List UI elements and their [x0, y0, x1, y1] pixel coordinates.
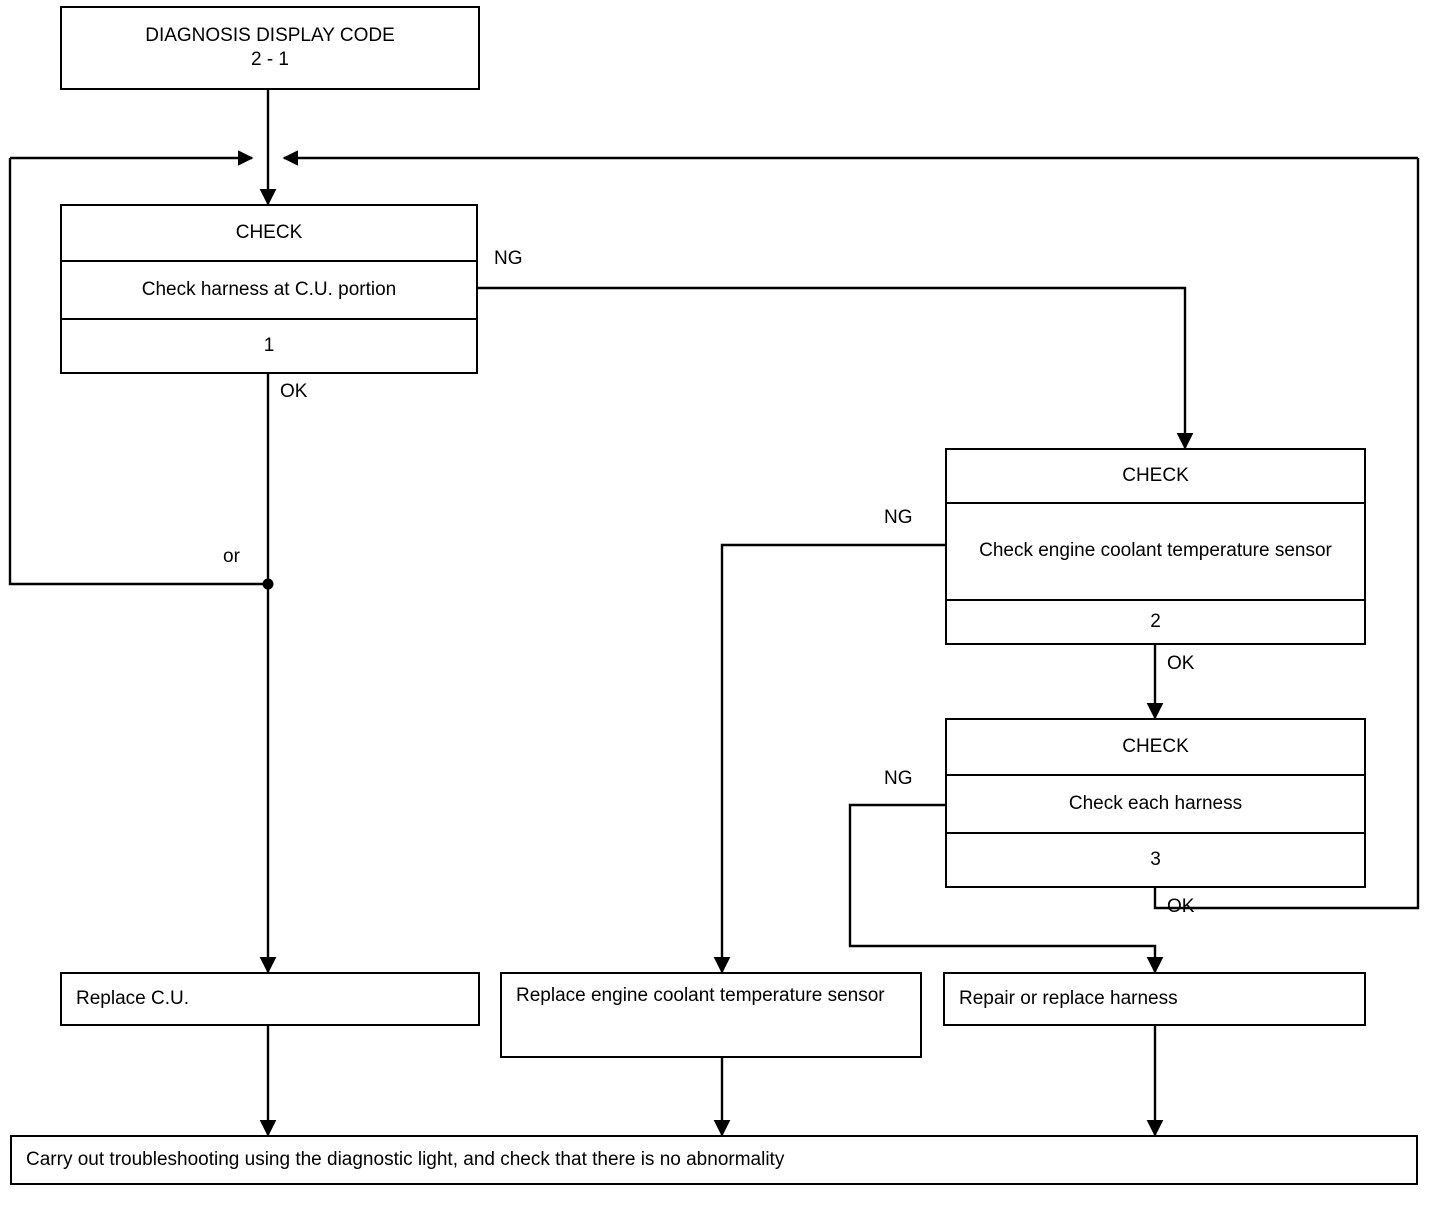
header-line-2: 2 - 1 [250, 49, 290, 70]
check-2-text: Check engine coolant temperature sensor [947, 502, 1364, 599]
node-repair-replace-harness: Repair or replace harness [943, 972, 1366, 1026]
repair-replace-harness-text: Repair or replace harness [959, 988, 1178, 1010]
node-footer-banner: Carry out troubleshooting using the diag… [10, 1135, 1418, 1185]
node-check-2: CHECK Check engine coolant temperature s… [945, 448, 1366, 645]
header-text-block: DIAGNOSIS DISPLAY CODE 2 - 1 [62, 8, 478, 88]
check-1-step: 1 [62, 318, 476, 372]
edge-label-or: or [223, 546, 240, 567]
check-1-heading: CHECK [235, 221, 303, 243]
footer-text: Carry out troubleshooting using the diag… [26, 1149, 785, 1171]
header-line-1: DIAGNOSIS DISPLAY CODE [145, 24, 395, 46]
node-check-1: CHECK Check harness at C.U. portion 1 [60, 204, 478, 374]
check-3-heading: CHECK [1122, 735, 1189, 757]
edge-label-ng-3: NG [884, 768, 913, 789]
or-junction-dot [262, 578, 274, 590]
node-diagnosis-display-code: DIAGNOSIS DISPLAY CODE 2 - 1 [60, 6, 480, 90]
wire-check1-ng [478, 286, 1194, 450]
node-check-3: CHECK Check each harness 3 [945, 718, 1366, 888]
replace-coolant-sensor-text: Replace engine coolant temperature senso… [516, 985, 885, 1006]
edge-label-ok-2: OK [1167, 653, 1195, 674]
check-2-step: 2 [947, 599, 1364, 643]
check-3-step: 3 [947, 832, 1364, 886]
check-3-text: Check each harness [947, 774, 1364, 832]
node-replace-cu: Replace C.U. [60, 972, 480, 1026]
check-1-text: Check harness at C.U. portion [62, 260, 476, 318]
check-2-heading: CHECK [1122, 464, 1189, 486]
edge-label-ok-3: OK [1167, 896, 1195, 917]
edge-label-ng-1: NG [494, 248, 523, 269]
replace-cu-text: Replace C.U. [76, 988, 189, 1010]
wire-check2-ng [713, 543, 945, 974]
edge-label-ok-1: OK [280, 381, 308, 402]
edge-label-ng-2: NG [884, 507, 913, 528]
node-replace-coolant-sensor: Replace engine coolant temperature senso… [500, 972, 922, 1058]
